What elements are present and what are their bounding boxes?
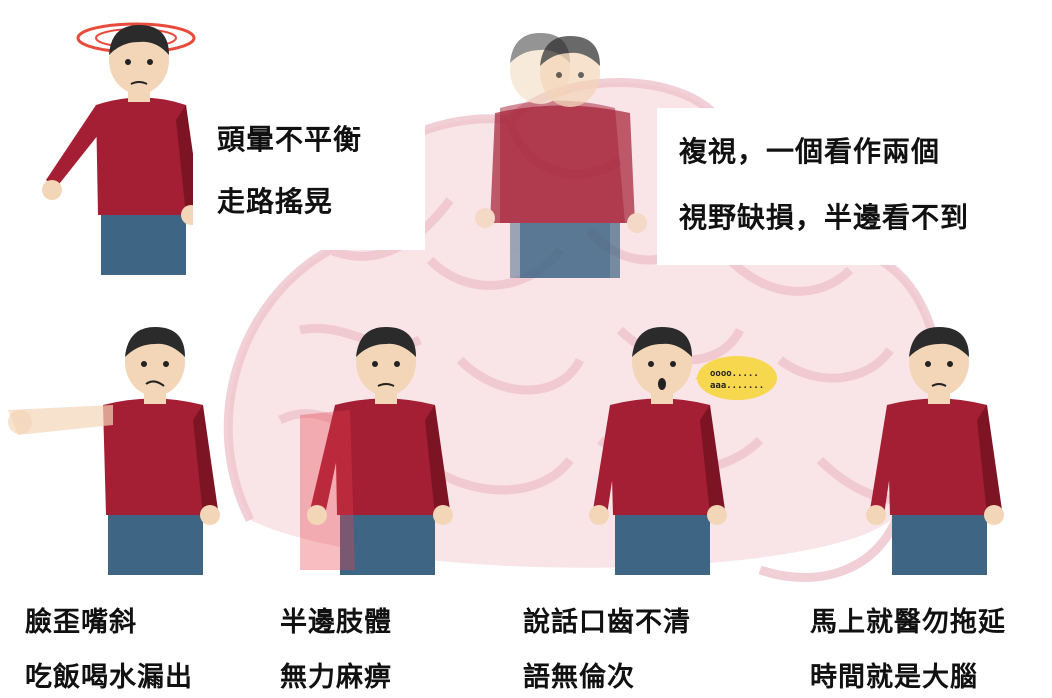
figure-speech: oooo..... aaa....... <box>585 320 780 575</box>
label-speech-line1: 說話口齒不清 <box>523 607 691 638</box>
label-speech-line2: 語無倫次 <box>523 662 635 693</box>
figure-double-vision <box>465 18 665 278</box>
label-face-line1: 臉歪嘴斜 <box>25 607 137 638</box>
caption-balance-line2: 走路搖晃 <box>217 185 334 218</box>
figure-face-droop <box>8 320 228 575</box>
speech-bubble-text-2: aaa....... <box>710 381 764 391</box>
numbness-highlight <box>300 410 355 570</box>
double-vision-icon <box>475 33 647 278</box>
label-arm-line2: 無力麻痹 <box>280 662 392 693</box>
caption-vision: 複視，一個看作兩個 視野缺損，半邊看不到 <box>657 108 1017 265</box>
speech-bubble-icon: oooo..... aaa....... <box>695 356 777 400</box>
figure-dizzy <box>36 10 206 275</box>
caption-vision-line1: 複視，一個看作兩個 <box>679 135 941 168</box>
caption-balance: 頭暈不平衡 走路搖晃 <box>193 100 425 250</box>
label-time-line1: 馬上就醫勿拖延 <box>810 607 1006 638</box>
figure-time <box>862 320 1012 575</box>
figure-arm-weakness <box>295 320 470 575</box>
label-time-line2: 時間就是大腦 <box>810 662 978 693</box>
caption-balance-line1: 頭暈不平衡 <box>217 123 363 156</box>
speech-bubble-text-1: oooo..... <box>710 369 759 379</box>
label-arm-line1: 半邊肢體 <box>280 607 392 638</box>
caption-vision-line2: 視野缺損，半邊看不到 <box>679 201 970 234</box>
label-face-line2: 吃飯喝水漏出 <box>25 662 193 693</box>
